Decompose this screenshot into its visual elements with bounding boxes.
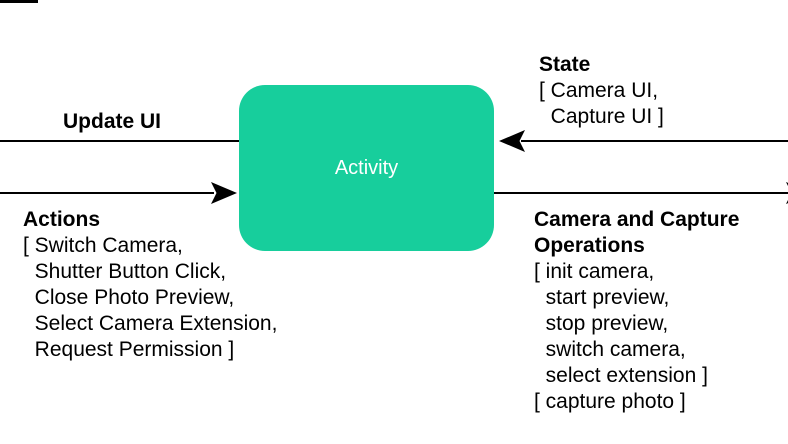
activity-node-label: Activity	[334, 156, 399, 179]
actions-arrowhead	[211, 182, 237, 204]
state-arrowhead	[499, 130, 525, 152]
state-label: State	[539, 53, 591, 76]
camera-ops-block: Camera and Capture Operations [ init cam…	[534, 207, 762, 415]
actions-block: Actions [ Switch Camera, Shutter Button …	[23, 207, 277, 363]
update-ui-label: Update UI	[63, 110, 162, 133]
actions-label: Actions	[23, 208, 101, 231]
state-block: State [ Camera UI, Capture UI ]	[539, 52, 664, 130]
activity-node: Activity	[239, 85, 494, 251]
camera-ops-list: [ init camera, start preview, stop previ…	[534, 260, 708, 413]
state-list: [ Camera UI, Capture UI ]	[539, 79, 664, 128]
camera-ops-label: Camera and Capture Operations	[534, 208, 746, 257]
actions-list: [ Switch Camera, Shutter Button Click, C…	[23, 234, 278, 361]
cropped-edge-bar	[0, 0, 38, 3]
